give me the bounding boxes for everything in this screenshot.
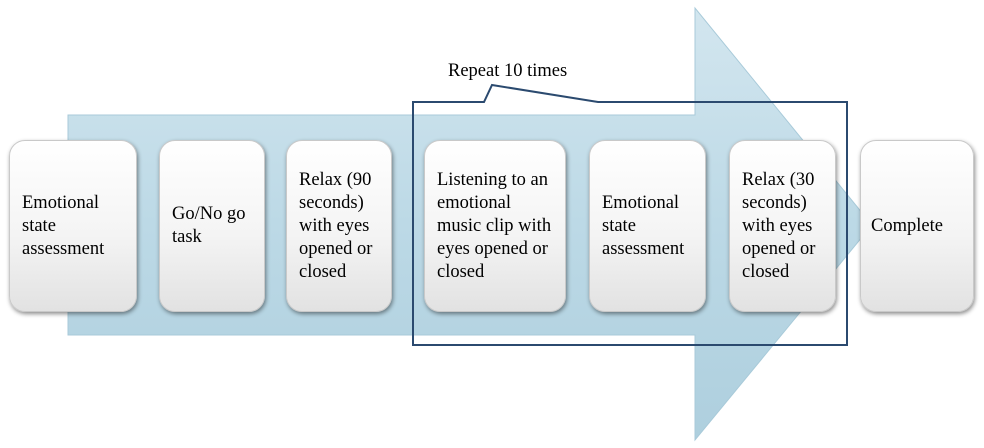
step-label: Emotional state assessment bbox=[602, 192, 685, 259]
step-complete: Complete bbox=[860, 140, 974, 312]
step-emotional-state-assessment-repeat: Emotional state assessment bbox=[589, 140, 706, 312]
repeat-bracket bbox=[412, 83, 848, 346]
step-music-listening: Listening to an emotional music clip wit… bbox=[424, 140, 566, 312]
step-emotional-state-assessment: Emotional state assessment bbox=[9, 140, 137, 312]
step-label: Complete bbox=[871, 215, 943, 236]
step-label: Emotional state assessment bbox=[22, 192, 105, 259]
step-label: Relax (30 seconds) with eyes opened or c… bbox=[742, 169, 816, 282]
step-relax-30-seconds: Relax (30 seconds) with eyes opened or c… bbox=[729, 140, 836, 312]
step-label: Listening to an emotional music clip wit… bbox=[437, 169, 552, 282]
step-label: Go/No go task bbox=[172, 204, 246, 247]
repeat-label: Repeat 10 times bbox=[448, 61, 568, 81]
step-label: Relax (90 seconds) with eyes opened or c… bbox=[299, 169, 373, 282]
step-go-no-go-task: Go/No go task bbox=[159, 140, 265, 312]
step-relax-90-seconds: Relax (90 seconds) with eyes opened or c… bbox=[286, 140, 392, 312]
